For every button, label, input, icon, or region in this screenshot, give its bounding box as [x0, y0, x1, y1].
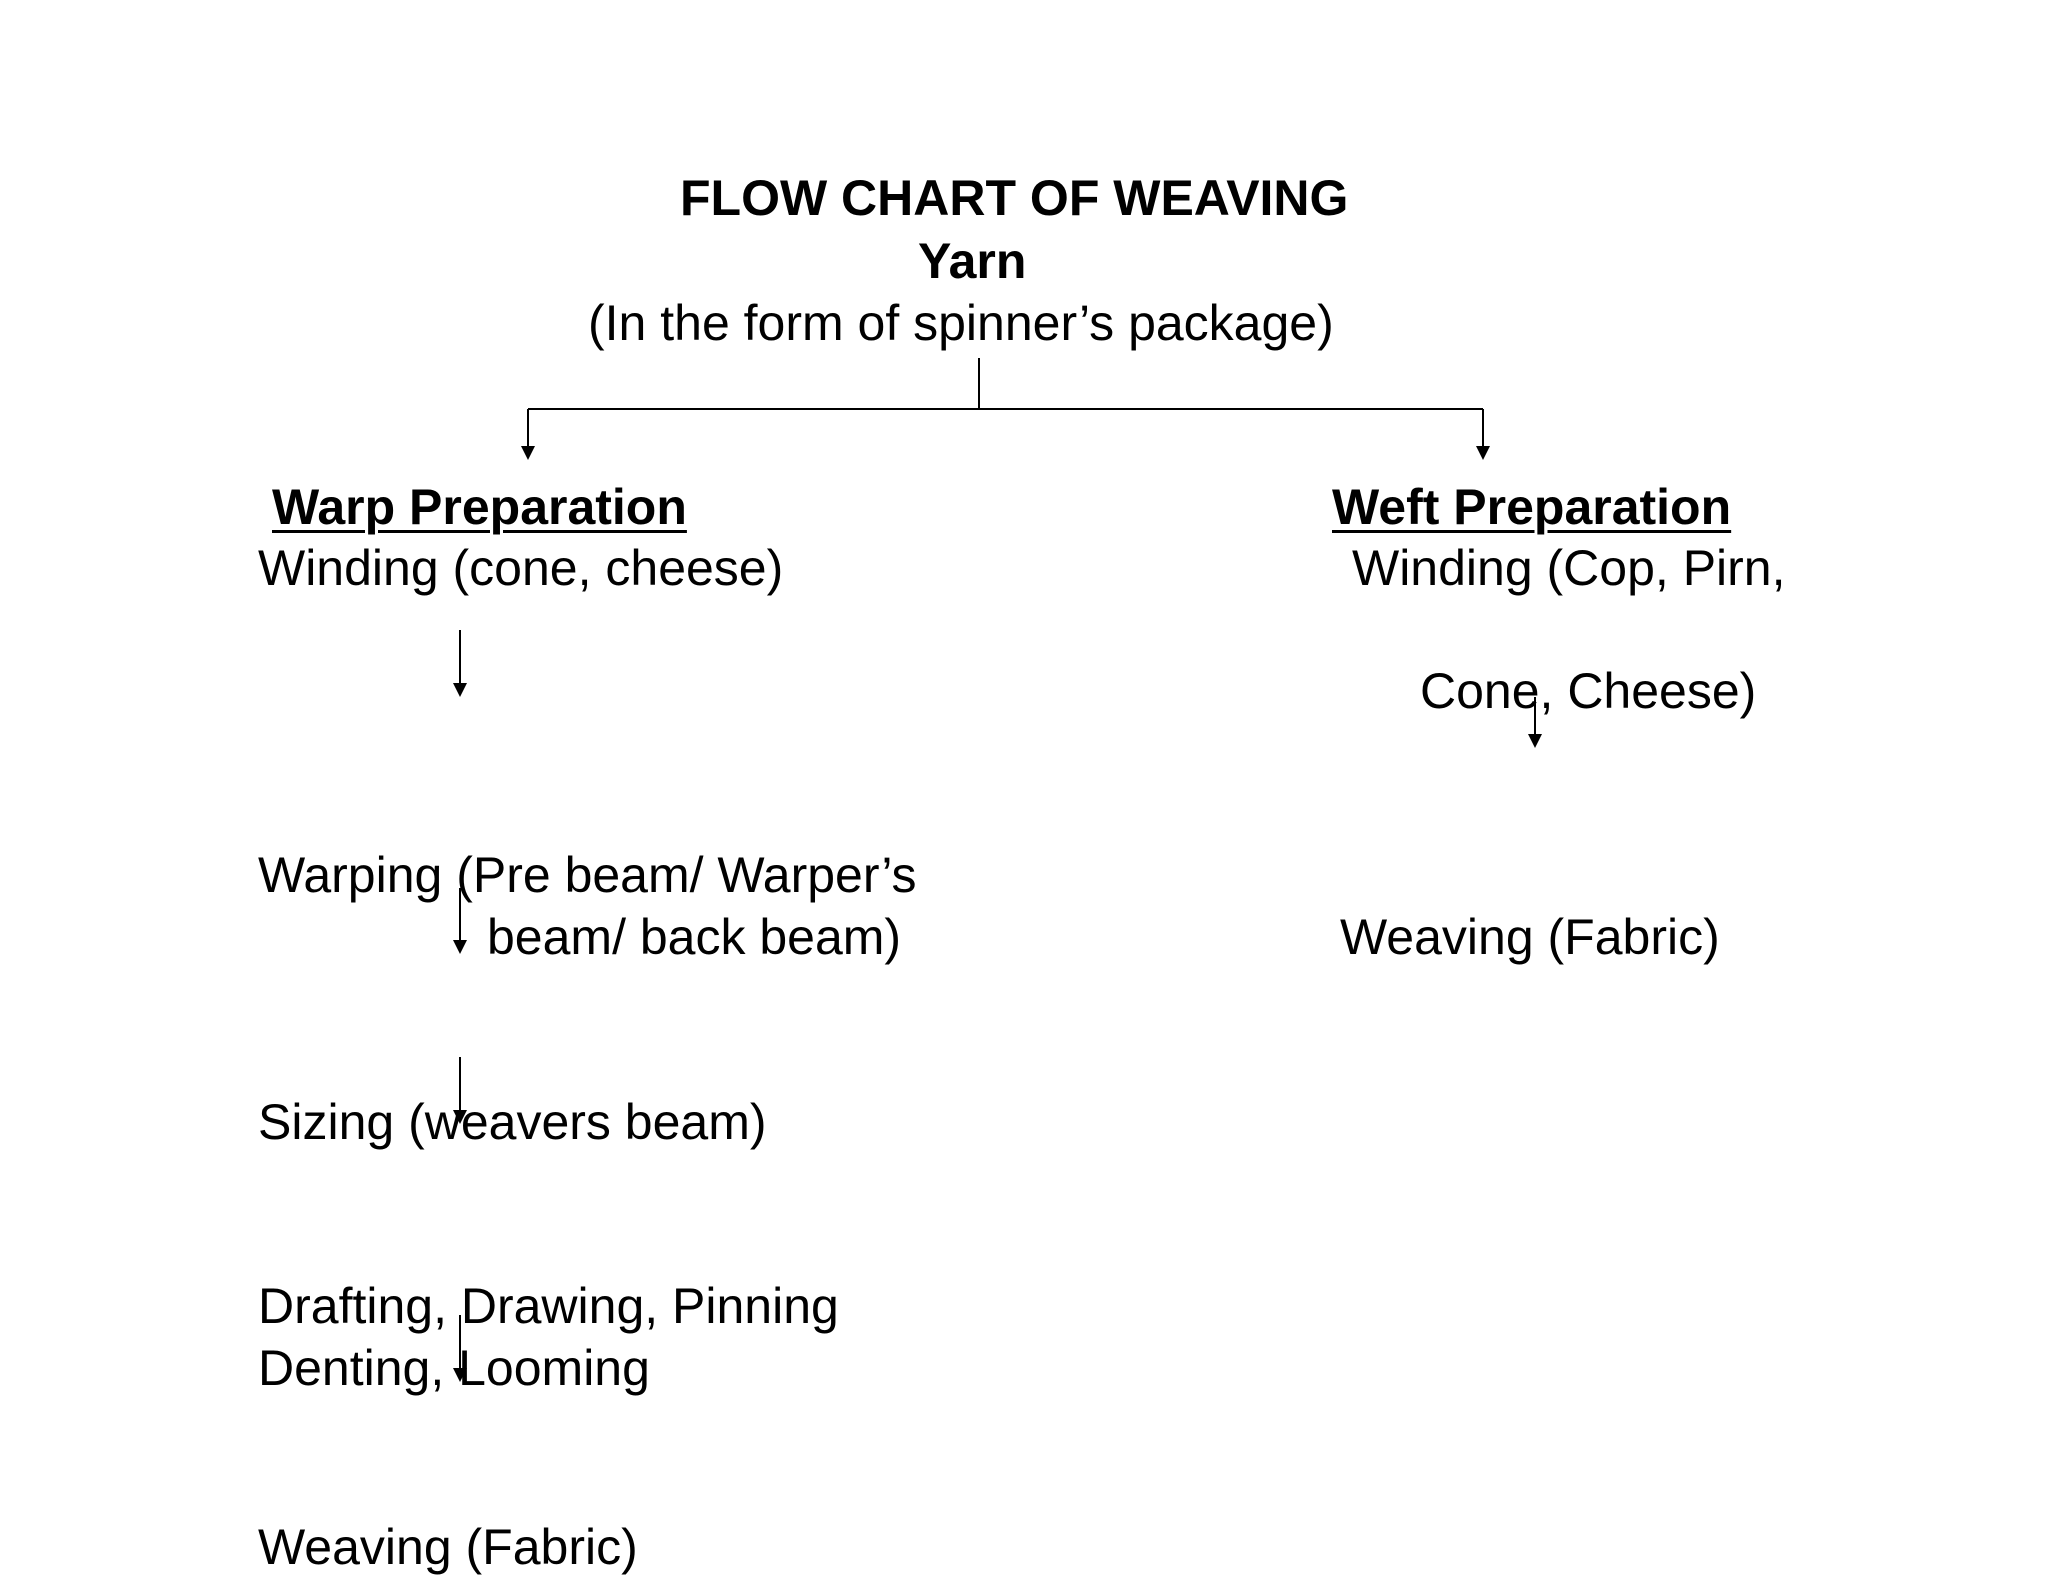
warp-step-drafting-line1: Drafting, Drawing, Pinning [258, 1278, 839, 1334]
weft-step-winding-line2: Cone, Cheese) [1420, 663, 1757, 719]
root-node-note: (In the form of spinner’s package) [588, 295, 1334, 351]
diagram-title: FLOW CHART OF WEAVING [680, 170, 1349, 226]
arrow-winding-to-warping-head [453, 683, 467, 697]
weft-preparation-heading: Weft Preparation [1332, 479, 1732, 535]
warp-step-sizing: Sizing (weavers beam) [258, 1094, 767, 1150]
weft-step-winding-line1: Winding (Cop, Pirn, [1352, 540, 1786, 596]
warp-step-winding: Winding (cone, cheese) [258, 540, 784, 596]
arrow-weft-winding-to-weaving-head [1528, 734, 1542, 748]
warp-step-warping-line1: Warping (Pre beam/ Warper’s [258, 847, 917, 903]
warp-step-warping-line2: beam/ back beam) [487, 909, 902, 965]
warp-step-weaving: Weaving (Fabric) [258, 1519, 638, 1575]
arrow-warping-to-sizing-head [453, 940, 467, 954]
weft-step-weaving: Weaving (Fabric) [1340, 909, 1720, 965]
root-node-yarn: Yarn [918, 233, 1027, 289]
warp-step-drafting-line2: Denting, Looming [258, 1340, 650, 1396]
arrow-to-warp-head [521, 446, 535, 460]
arrow-to-weft-head [1476, 446, 1490, 460]
warp-preparation-heading: Warp Preparation [272, 479, 687, 535]
